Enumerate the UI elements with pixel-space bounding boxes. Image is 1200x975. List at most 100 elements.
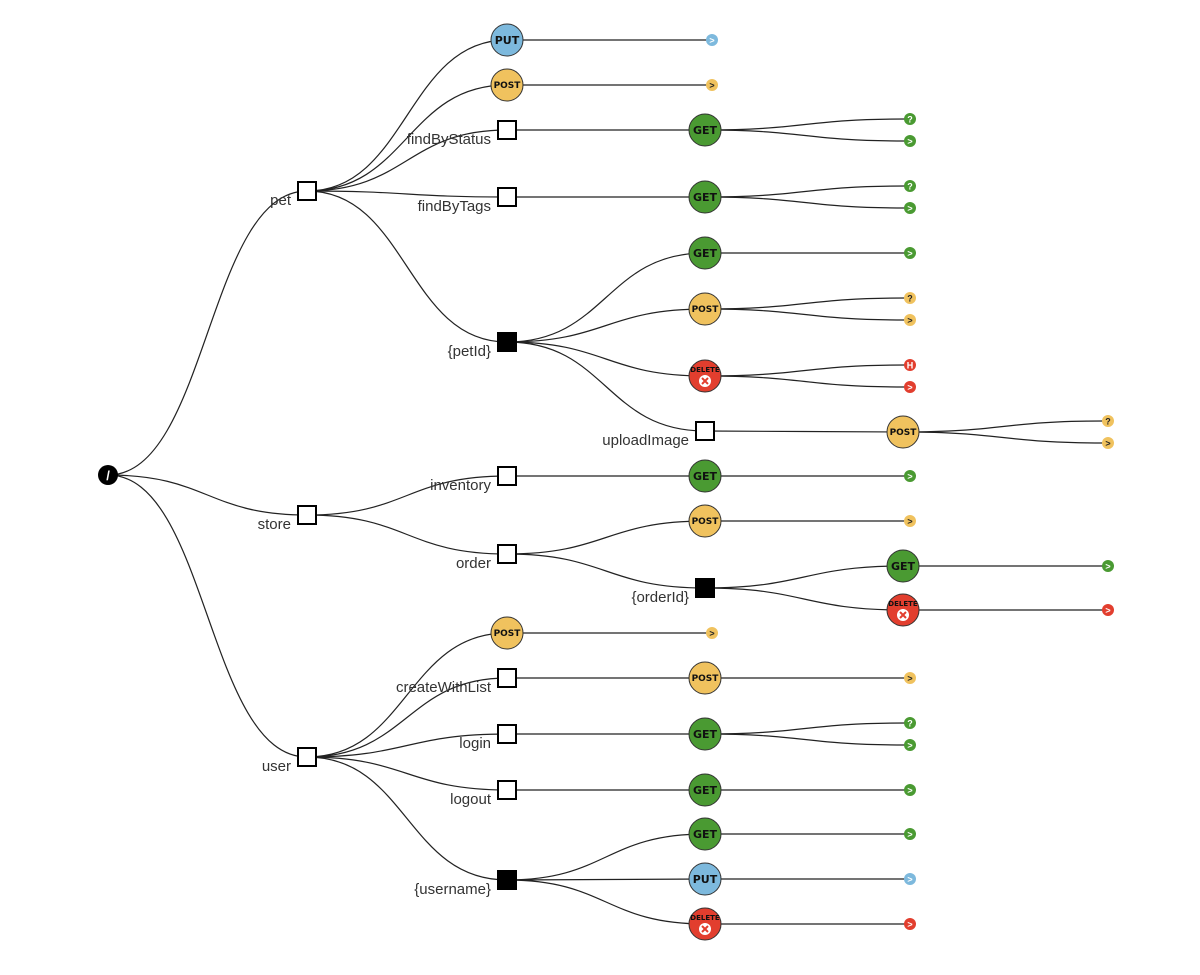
node-order[interactable] bbox=[497, 544, 517, 564]
edge-m-findByStatus-get-resp1 bbox=[704, 129, 906, 142]
method-post-petId[interactable]: POST bbox=[688, 292, 722, 326]
response-m-login-get-0[interactable]: ? bbox=[904, 717, 916, 729]
response-m-orderId-get-0[interactable]: > bbox=[1102, 560, 1114, 572]
method-circle bbox=[688, 459, 722, 493]
node-label-uploadImage: uploadImage bbox=[602, 432, 689, 449]
node-logout[interactable] bbox=[497, 780, 517, 800]
response-m-findByStatus-get-1[interactable]: > bbox=[904, 135, 916, 147]
response-m-inventory-get-0[interactable]: > bbox=[904, 470, 916, 482]
node-label-order: order bbox=[456, 555, 491, 572]
response-m-createWithList-post-0[interactable]: > bbox=[904, 672, 916, 684]
edge-m-login-get-resp0 bbox=[704, 722, 906, 735]
method-label: PUT bbox=[495, 34, 520, 47]
response-m-pet-put-0[interactable]: > bbox=[706, 34, 718, 46]
method-label: DELETE bbox=[690, 366, 720, 374]
method-circle bbox=[688, 817, 722, 851]
response-glyph: > bbox=[1105, 606, 1110, 616]
method-get-orderId[interactable]: GET bbox=[886, 549, 920, 583]
node-createWithList[interactable] bbox=[497, 668, 517, 688]
response-m-uploadImage-post-1[interactable]: > bbox=[1102, 437, 1114, 449]
response-m-username-put-0[interactable]: > bbox=[904, 873, 916, 885]
node-user[interactable] bbox=[297, 747, 317, 767]
response-m-user-post-0[interactable]: > bbox=[706, 627, 718, 639]
method-delete-username[interactable]: DELETE bbox=[688, 907, 722, 941]
method-post-pet[interactable]: POST bbox=[490, 68, 524, 102]
response-glyph: > bbox=[907, 137, 912, 147]
edge-pet bbox=[107, 190, 308, 476]
node-findByStatus[interactable] bbox=[497, 120, 517, 140]
method-post-createWithList[interactable]: POST bbox=[688, 661, 722, 695]
response-m-petId-delete-1[interactable]: > bbox=[904, 381, 916, 393]
method-label: GET bbox=[693, 470, 718, 483]
edge-m-pet-post bbox=[306, 84, 508, 192]
method-put-username[interactable]: PUT bbox=[688, 862, 722, 896]
method-get-inventory[interactable]: GET bbox=[688, 459, 722, 493]
response-dot bbox=[904, 180, 916, 192]
response-m-uploadImage-post-0[interactable]: ? bbox=[1102, 415, 1114, 427]
edge-m-username-get bbox=[506, 833, 706, 881]
method-circle bbox=[886, 549, 920, 583]
method-put-pet[interactable]: PUT bbox=[490, 23, 524, 57]
node-label-user: user bbox=[262, 758, 291, 775]
method-label: GET bbox=[693, 124, 718, 137]
path-node-box bbox=[497, 668, 517, 688]
method-get-username[interactable]: GET bbox=[688, 817, 722, 851]
edge-m-petId-delete-resp1 bbox=[704, 375, 906, 388]
response-m-petId-post-1[interactable]: > bbox=[904, 314, 916, 326]
response-m-login-get-1[interactable]: > bbox=[904, 739, 916, 751]
response-m-order-post-0[interactable]: > bbox=[904, 515, 916, 527]
response-dot bbox=[706, 34, 718, 46]
method-get-logout[interactable]: GET bbox=[688, 773, 722, 807]
method-label: POST bbox=[890, 428, 918, 438]
node-username[interactable] bbox=[497, 870, 517, 890]
method-get-petId[interactable]: GET bbox=[688, 236, 722, 270]
response-m-findByStatus-get-0[interactable]: ? bbox=[904, 113, 916, 125]
response-m-petId-post-0[interactable]: ? bbox=[904, 292, 916, 304]
method-get-login[interactable]: GET bbox=[688, 717, 722, 751]
method-get-findByTags[interactable]: GET bbox=[688, 180, 722, 214]
response-m-petId-get-0[interactable]: > bbox=[904, 247, 916, 259]
response-m-username-get-0[interactable]: > bbox=[904, 828, 916, 840]
response-glyph: ? bbox=[907, 294, 913, 304]
node-orderId[interactable] bbox=[695, 578, 715, 598]
root-label: / bbox=[106, 468, 110, 483]
path-node-box bbox=[497, 187, 517, 207]
method-post-user[interactable]: POST bbox=[490, 616, 524, 650]
method-delete-orderId[interactable]: DELETE bbox=[886, 593, 920, 627]
response-dot bbox=[904, 247, 916, 259]
node-uploadImage[interactable] bbox=[695, 421, 715, 441]
response-m-pet-post-0[interactable]: > bbox=[706, 79, 718, 91]
root-node[interactable]: / bbox=[98, 465, 118, 485]
method-post-uploadImage[interactable]: POST bbox=[886, 415, 920, 449]
response-dot bbox=[904, 314, 916, 326]
node-label-logout: logout bbox=[450, 791, 492, 808]
node-pet[interactable] bbox=[297, 181, 317, 201]
path-node-box bbox=[497, 780, 517, 800]
method-get-findByStatus[interactable]: GET bbox=[688, 113, 722, 147]
node-inventory[interactable] bbox=[497, 466, 517, 486]
response-m-findByTags-get-1[interactable]: > bbox=[904, 202, 916, 214]
response-m-petId-delete-0[interactable]: H bbox=[904, 359, 916, 371]
path-node-box bbox=[297, 181, 317, 201]
response-m-findByTags-get-0[interactable]: ? bbox=[904, 180, 916, 192]
node-findByTags[interactable] bbox=[497, 187, 517, 207]
method-delete-petId[interactable]: DELETE bbox=[688, 359, 722, 393]
node-login[interactable] bbox=[497, 724, 517, 744]
edge-login bbox=[306, 733, 508, 758]
response-glyph: H bbox=[907, 361, 914, 371]
response-dot bbox=[706, 627, 718, 639]
response-dot bbox=[904, 717, 916, 729]
node-store[interactable] bbox=[297, 505, 317, 525]
response-dot bbox=[904, 739, 916, 751]
path-node-box bbox=[297, 505, 317, 525]
node-label-store: store bbox=[258, 516, 291, 533]
response-m-orderId-delete-0[interactable]: > bbox=[1102, 604, 1114, 616]
response-m-username-delete-0[interactable]: > bbox=[904, 918, 916, 930]
node-petId[interactable] bbox=[497, 332, 517, 352]
method-post-order[interactable]: POST bbox=[688, 504, 722, 538]
node-label-login: login bbox=[459, 735, 491, 752]
response-m-logout-get-0[interactable]: > bbox=[904, 784, 916, 796]
response-dot bbox=[904, 359, 916, 371]
